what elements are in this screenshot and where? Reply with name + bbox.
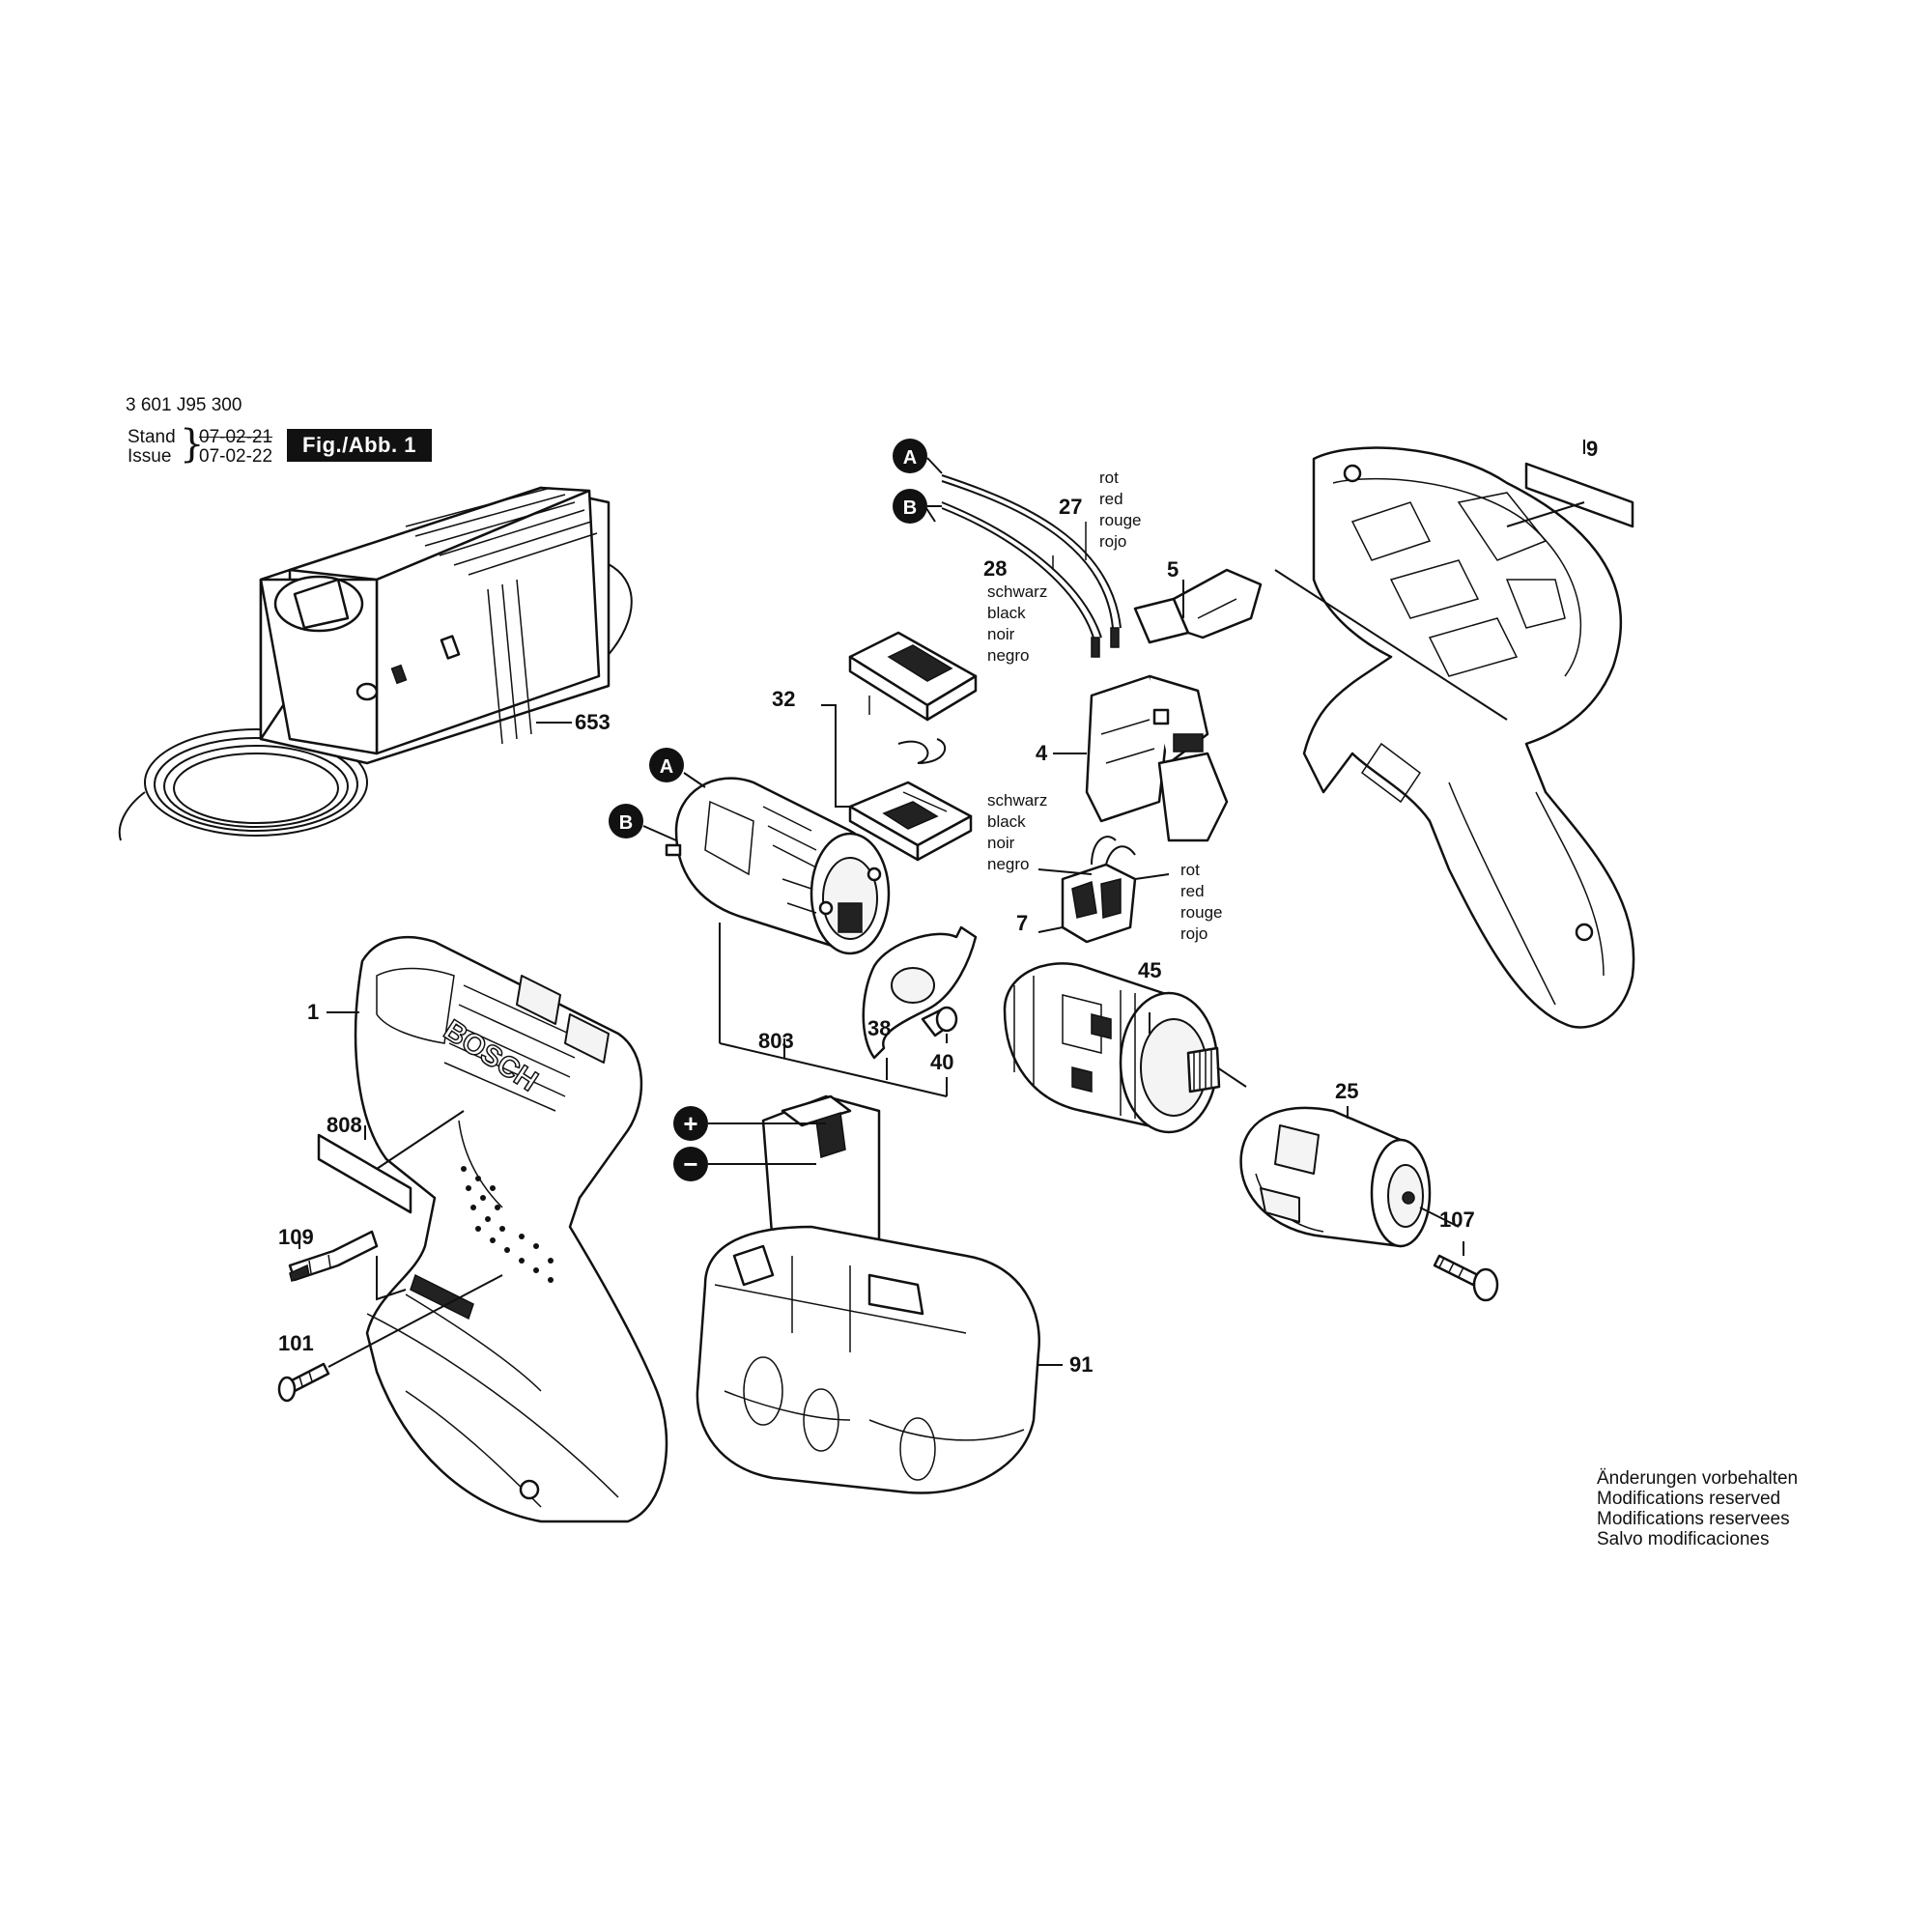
color-rot: rot xyxy=(1099,469,1119,487)
wire-color-label-27-red: rot red rouge rojo xyxy=(1099,469,1141,551)
color-rouge: rouge xyxy=(1099,511,1141,529)
connector-b-motor-label: B xyxy=(619,812,633,834)
callout-109: 109 xyxy=(278,1225,314,1249)
screw-part-101 xyxy=(277,1362,330,1403)
wire-color-label-7-red: rot red rouge rojo xyxy=(1180,861,1222,943)
color-rojo: rojo xyxy=(1099,532,1126,551)
callout-38: 38 xyxy=(867,1016,891,1040)
callout-1: 1 xyxy=(307,1000,319,1024)
notice-en: Modifications reserved xyxy=(1597,1489,1781,1509)
color-black: black xyxy=(987,604,1026,622)
color-red: red xyxy=(1099,490,1123,508)
document-number: 3 601 J95 300 xyxy=(126,395,242,415)
notice-de: Änderungen vorbehalten xyxy=(1597,1468,1799,1489)
modifications-notice: Änderungen vorbehalten Modifications res… xyxy=(1597,1468,1798,1549)
charger-part-653 xyxy=(118,486,633,841)
notice-es: Salvo modificaciones xyxy=(1597,1529,1770,1549)
battery-minus-terminal: − xyxy=(673,1147,708,1181)
housing-half-left-part-1 xyxy=(354,935,668,1523)
color-negro: negro xyxy=(987,646,1029,665)
callout-32: 32 xyxy=(772,687,795,711)
mounting-plate-part-38 xyxy=(862,925,978,1060)
callout-803: 803 xyxy=(758,1029,794,1053)
color-rouge-7: rouge xyxy=(1180,903,1222,922)
color-schwarz: schwarz xyxy=(987,582,1047,601)
color-noir-7: noir xyxy=(987,834,1015,852)
connector-a-motor-label: A xyxy=(660,756,673,778)
callout-40: 40 xyxy=(930,1050,953,1074)
callout-5: 5 xyxy=(1167,557,1179,582)
notice-fr: Modifications reservees xyxy=(1597,1509,1790,1529)
callout-91: 91 xyxy=(1069,1352,1093,1377)
connector-b-top-label: B xyxy=(903,497,917,519)
screw-part-107 xyxy=(1433,1254,1499,1302)
connector-b-top: B xyxy=(893,489,927,524)
callout-107: 107 xyxy=(1439,1208,1475,1232)
brush-cover-part-32 xyxy=(848,631,978,722)
connector-a-top-label: A xyxy=(903,447,917,469)
issue-date: 07-02-22 xyxy=(199,446,273,467)
callout-7: 7 xyxy=(1016,911,1028,935)
color-red-7: red xyxy=(1180,882,1205,900)
figure-badge: Fig./Abb. 1 xyxy=(287,429,432,462)
connector-a-top: A xyxy=(893,439,927,473)
callout-101: 101 xyxy=(278,1331,314,1355)
brace-symbol: } xyxy=(180,422,205,467)
issue-label: Issue xyxy=(128,446,172,467)
callout-27: 27 xyxy=(1059,495,1082,519)
color-black-7: black xyxy=(987,812,1026,831)
stand-date: 07-02-21 xyxy=(199,427,273,447)
color-negro-7: negro xyxy=(987,855,1029,873)
color-rot-7: rot xyxy=(1180,861,1200,879)
switch-part-4 xyxy=(1085,674,1229,842)
terminal-block-part-7 xyxy=(1037,836,1170,944)
wire-color-label-28-black: schwarz black noir negro xyxy=(987,582,1047,665)
bit-part-109 xyxy=(288,1230,379,1282)
gearbox-part-45 xyxy=(1003,962,1221,1134)
reversing-lever-part-5 xyxy=(1133,568,1263,644)
callout-4: 4 xyxy=(1036,741,1048,765)
motor-part-803 xyxy=(665,777,891,955)
battery-part-91 xyxy=(696,1094,1040,1494)
callout-808: 808 xyxy=(327,1113,362,1137)
callout-45: 45 xyxy=(1138,958,1161,982)
connector-a-motor: A xyxy=(649,748,684,782)
label-part-808 xyxy=(317,1133,412,1214)
spring-clip-part-32 xyxy=(897,738,947,764)
minus-symbol: − xyxy=(683,1150,697,1179)
chuck-part-25 xyxy=(1239,1106,1432,1248)
color-rojo-7: rojo xyxy=(1180,924,1208,943)
stand-label: Stand xyxy=(128,427,176,447)
callout-25: 25 xyxy=(1335,1079,1358,1103)
color-noir: noir xyxy=(987,625,1015,643)
color-schwarz-7: schwarz xyxy=(987,791,1047,810)
brush-holder-part-32 xyxy=(848,781,973,862)
wire-color-label-7-black: schwarz black noir negro xyxy=(987,791,1047,873)
housing-half-right-part-9 xyxy=(1274,440,1635,1029)
wires-part-27-28 xyxy=(922,474,1122,658)
callout-9: 9 xyxy=(1586,437,1598,461)
battery-plus-terminal: + xyxy=(673,1106,708,1141)
plus-symbol: + xyxy=(683,1109,697,1138)
connector-b-motor: B xyxy=(609,804,643,838)
callout-28: 28 xyxy=(983,556,1007,581)
callout-653: 653 xyxy=(575,710,611,734)
screw-part-40 xyxy=(921,1006,958,1043)
